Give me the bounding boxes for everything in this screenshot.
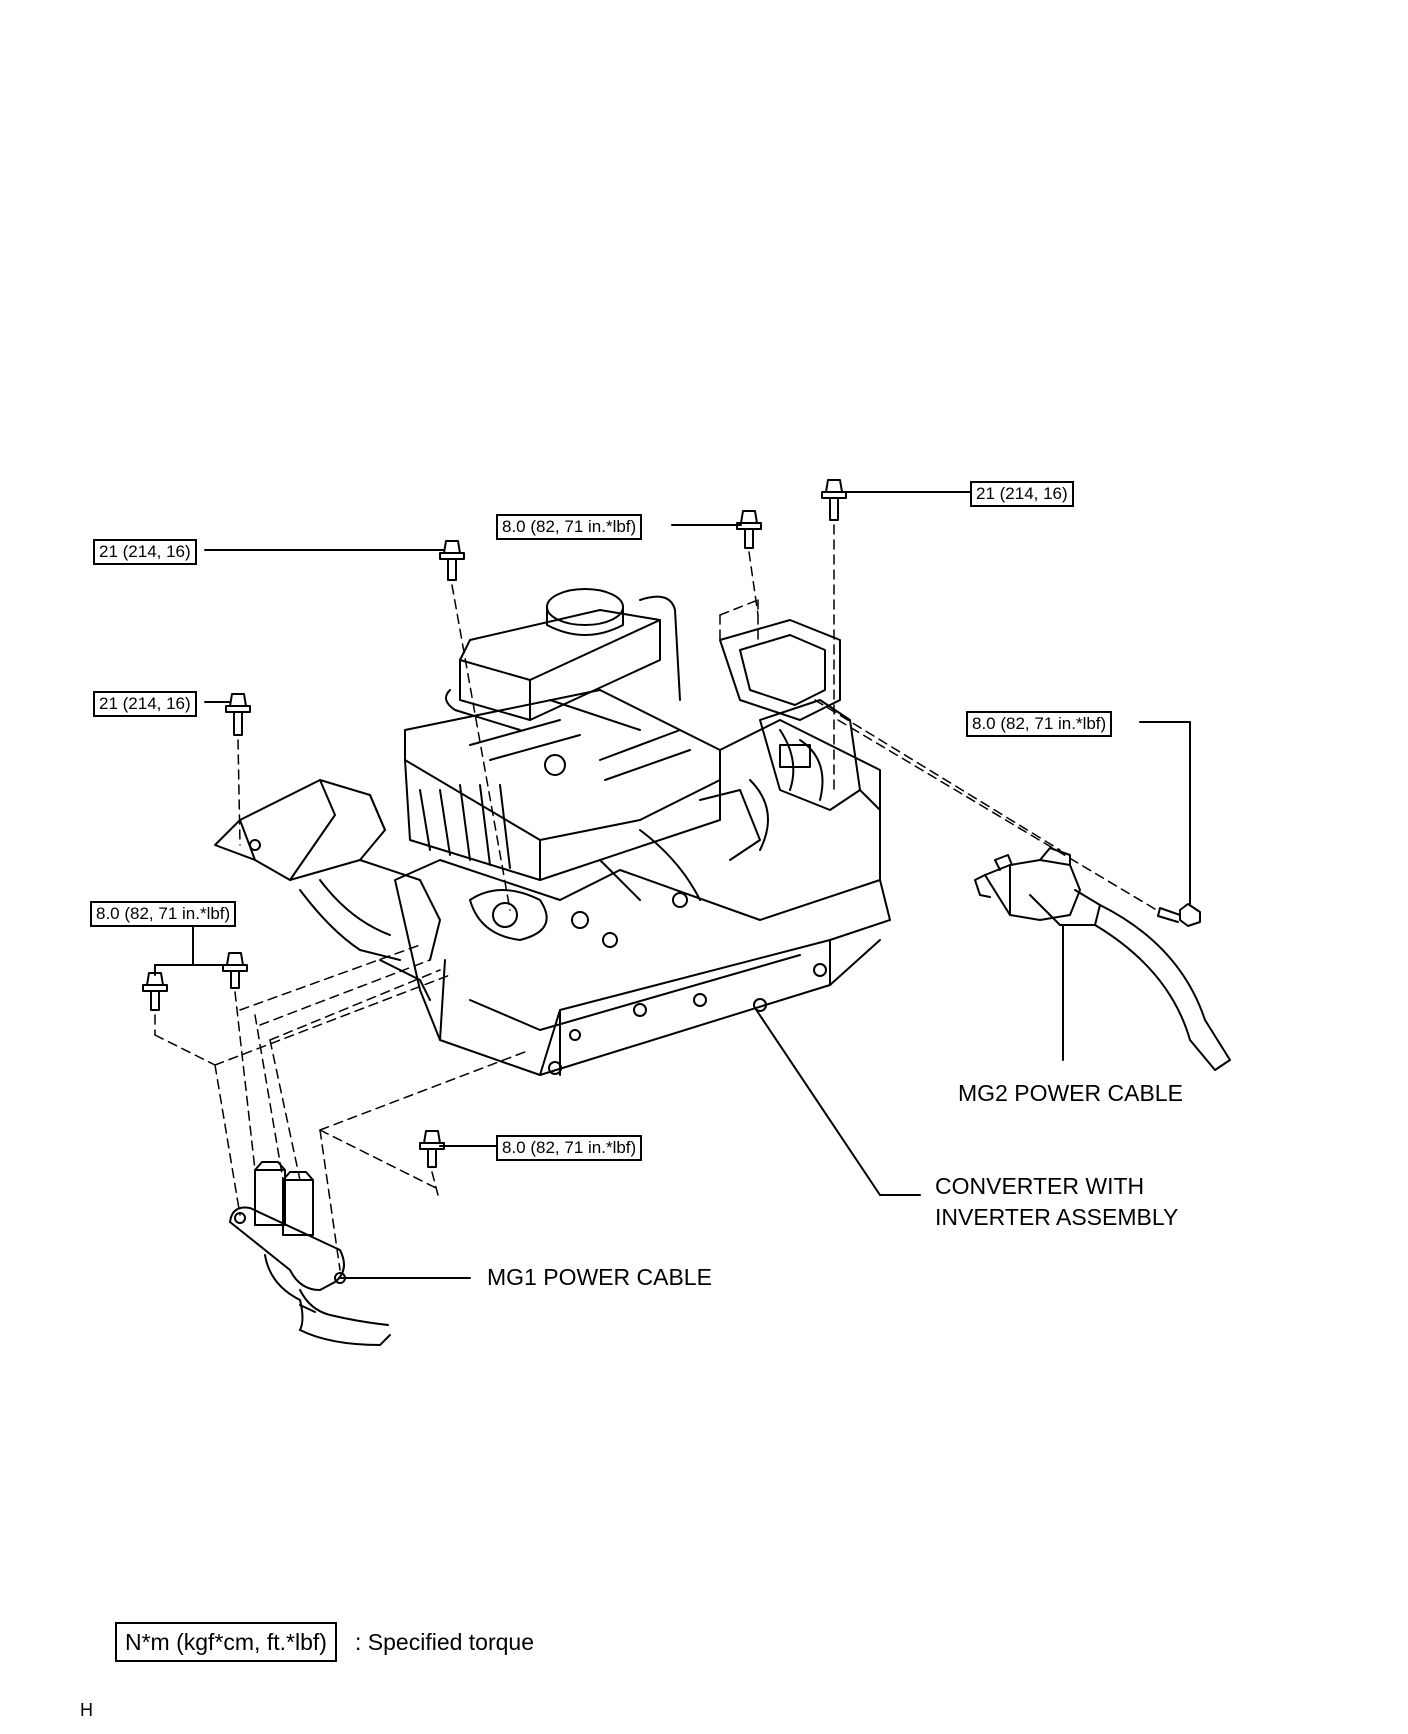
bolt-icon <box>1157 903 1201 927</box>
mg1-power-cable <box>229 1161 391 1346</box>
torque-label-middle-left-bolt: 21 (214, 16) <box>93 691 197 717</box>
bolt-icon <box>222 952 248 989</box>
legend-meaning: : Specified torque <box>355 1629 535 1655</box>
callout-mg1-power-cable: MG1 POWER CABLE <box>487 1264 712 1290</box>
bolt-icon <box>439 540 465 581</box>
leader-lines <box>154 491 1191 1279</box>
bolt-icon <box>736 510 762 549</box>
bolt-icon <box>419 1130 445 1168</box>
torque-label-upper-left-bolt: 21 (214, 16) <box>93 539 197 565</box>
callout-converter-line-2: INVERTER ASSEMBLY <box>935 1204 1179 1230</box>
alignment-lines <box>154 524 1161 1271</box>
converter-inverter-assembly <box>214 588 891 1076</box>
torque-label-mg2-bolt: 8.0 (82, 71 in.*lbf) <box>966 711 1113 737</box>
callout-converter-line-1: CONVERTER WITH <box>935 1173 1145 1199</box>
bolt-icon <box>225 693 251 736</box>
page-code: H <box>80 1700 93 1720</box>
torque-label-mg1-lower-bolt: 8.0 (82, 71 in.*lbf) <box>496 1135 643 1161</box>
legend-unit-box: N*m (kgf*cm, ft.*lbf) <box>115 1622 337 1662</box>
callout-mg2-power-cable: MG2 POWER CABLE <box>958 1080 1183 1106</box>
bolt-icon <box>142 972 168 1011</box>
bolt-icon <box>821 479 847 521</box>
torque-label-mg1-left-bolts: 8.0 (82, 71 in.*lbf) <box>90 901 237 927</box>
mg2-power-cable <box>974 847 1231 1071</box>
torque-label-top-center-bolt: 8.0 (82, 71 in.*lbf) <box>496 514 643 540</box>
torque-label-top-right-bolt: 21 (214, 16) <box>970 481 1074 507</box>
